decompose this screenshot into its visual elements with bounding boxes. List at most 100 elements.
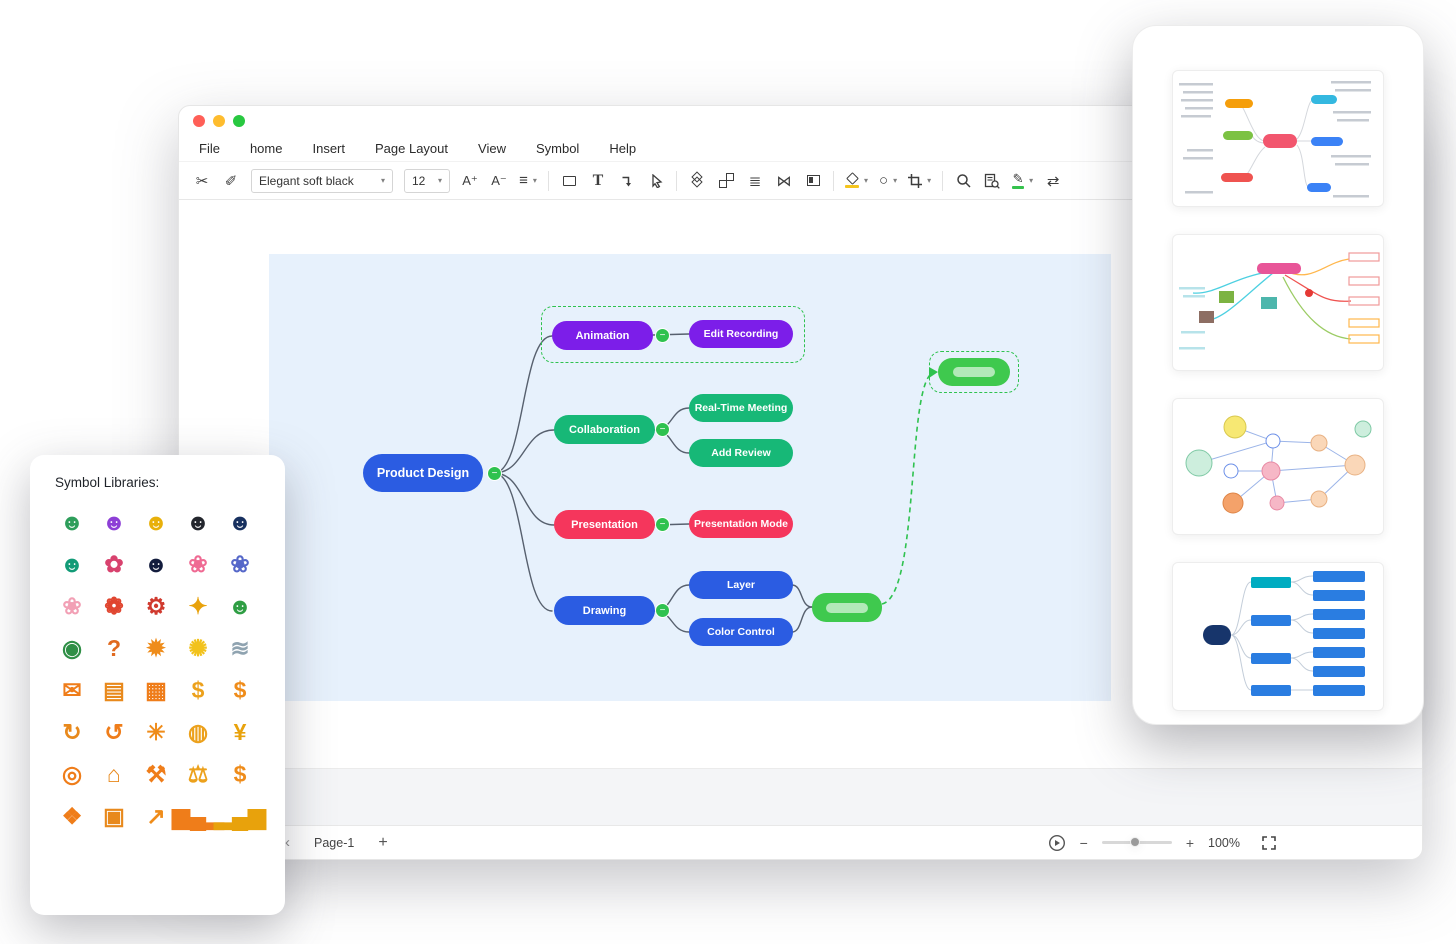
font-family-select[interactable]: Elegant soft black ▾ [251, 168, 393, 193]
head-night-idea-icon[interactable]: ☻ [143, 550, 169, 577]
text-align-button[interactable]: ≡ ▾ [519, 168, 537, 194]
node-product-design[interactable]: Product Design [363, 454, 483, 492]
gavel-icon[interactable]: ⚒ [145, 760, 167, 787]
zoom-out-button[interactable]: − [1079, 834, 1088, 851]
scales-icon[interactable]: ⚖ [187, 760, 209, 787]
menu-item[interactable]: File [199, 141, 220, 156]
brainstorm-icon[interactable]: ❁ [104, 592, 124, 619]
head-gears-icon[interactable]: ☻ [143, 508, 169, 535]
hand-brain-icon[interactable]: ✿ [104, 550, 124, 577]
brain-pink-icon[interactable]: ❀ [188, 550, 208, 577]
collapse-button[interactable]: − [655, 603, 670, 618]
head-idea-icon[interactable]: ☻ [59, 508, 85, 535]
collapse-button[interactable]: − [655, 517, 670, 532]
bar-chart-down-icon[interactable]: ▆▄▂ [172, 802, 224, 829]
page-tab[interactable]: Page-1 [314, 835, 355, 850]
flip-button[interactable]: ⋈ [776, 172, 792, 190]
menu-item[interactable]: View [478, 141, 506, 156]
decrease-font-icon[interactable]: A⁻ [491, 172, 507, 188]
highlighter-button[interactable]: ✎ ▾ [1012, 168, 1033, 194]
node-real-time-meeting[interactable]: Real-Time Meeting [689, 394, 793, 422]
frame-button[interactable] [804, 168, 822, 194]
fill-color-button[interactable]: ▾ [845, 168, 868, 194]
person-spark-icon[interactable]: ☻ [227, 508, 253, 535]
coin-turbine-icon[interactable]: ✳ [146, 718, 166, 745]
node-color-control[interactable]: Color Control [689, 618, 793, 646]
shield-dollar-icon[interactable]: ❖ [61, 802, 83, 829]
credit-card-icon[interactable]: ▤ [103, 676, 125, 703]
eye-coin-icon[interactable]: ◉ [61, 634, 83, 661]
node-layer[interactable]: Layer [689, 571, 793, 599]
present-button[interactable] [1048, 834, 1066, 852]
question-bubble-icon[interactable]: ? [106, 634, 122, 661]
magic-wand-icon[interactable]: ✦ [188, 592, 208, 619]
swap-button[interactable]: ⇄ [1046, 172, 1060, 190]
menu-item[interactable]: home [249, 141, 283, 156]
template-thumbnail-1[interactable] [1172, 70, 1384, 207]
menu-item[interactable]: Help [609, 141, 637, 156]
align-objects-button[interactable]: ≣ [748, 172, 762, 190]
partnership-icon[interactable]: ☻ [227, 592, 253, 619]
collapse-button[interactable]: − [655, 422, 670, 437]
zoom-slider[interactable] [1101, 837, 1172, 847]
menu-item[interactable]: Insert [312, 141, 345, 156]
chevron-left-icon[interactable]: ‹ [285, 834, 290, 851]
fullscreen-button[interactable] [1262, 835, 1276, 850]
node-collaboration[interactable]: Collaboration [554, 415, 655, 444]
mindmap-canvas[interactable]: Product Design − Animation − Edit Record… [269, 254, 1111, 701]
close-button[interactable] [193, 115, 205, 127]
dollar-exchange-icon[interactable]: ↻ [62, 718, 82, 745]
monitor-money-icon[interactable]: ▣ [103, 802, 125, 829]
connector-tool-button[interactable] [618, 168, 636, 194]
growth-chart-icon[interactable]: ↗ [146, 802, 166, 829]
head-brain-icon[interactable]: ☻ [101, 508, 127, 535]
gears-icon[interactable]: ⚙ [145, 592, 167, 619]
font-size-select[interactable]: 12 ▾ [404, 168, 450, 193]
bring-to-front-button[interactable] [717, 168, 735, 194]
node-edit-recording[interactable]: Edit Recording [689, 320, 793, 348]
shape-tool-button[interactable] [560, 168, 578, 194]
collision-icon[interactable]: ✹ [146, 634, 166, 661]
menu-item[interactable]: Symbol [535, 141, 580, 156]
select-tool-button[interactable] [647, 168, 665, 194]
node-animation[interactable]: Animation [552, 321, 653, 350]
globe-dollar-icon[interactable]: ◍ [187, 718, 209, 745]
text-tool-button[interactable]: T [592, 171, 604, 189]
zoom-button[interactable] [233, 115, 245, 127]
mail-icon[interactable]: ✉ [62, 676, 82, 703]
shape-style-button[interactable]: ○ ▾ [879, 168, 897, 194]
layers-button[interactable] [688, 168, 706, 194]
increase-font-icon[interactable]: A⁺ [462, 172, 478, 188]
sunburst-icon[interactable]: ✺ [188, 634, 208, 661]
dollar-refresh-icon[interactable]: ↺ [104, 718, 124, 745]
add-page-button[interactable]: + [378, 833, 388, 851]
template-thumbnail-2[interactable] [1172, 234, 1384, 371]
collapse-button[interactable]: − [655, 328, 670, 343]
brain-blue-icon[interactable]: ❀ [230, 550, 250, 577]
format-painter-icon[interactable]: ✐ [224, 172, 238, 190]
node-presentation[interactable]: Presentation [554, 510, 655, 539]
menu-item[interactable]: Page Layout [375, 141, 449, 156]
bar-chart-icon[interactable]: ▂▄▆ [214, 802, 266, 829]
node-add-review[interactable]: Add Review [689, 439, 793, 467]
node-presentation-mode[interactable]: Presentation Mode [689, 510, 793, 538]
zoom-slider-handle[interactable] [1129, 837, 1140, 847]
collapse-button[interactable]: − [487, 466, 502, 481]
yen-coin-icon[interactable]: ¥ [233, 718, 247, 745]
breeze-doc-icon[interactable]: ≋ [230, 634, 250, 661]
search-dollar-icon[interactable]: $ [233, 760, 247, 787]
dollar-tag-icon[interactable]: $ [233, 676, 247, 703]
person-silhouette-icon[interactable]: ☻ [185, 508, 211, 535]
zoom-in-button[interactable]: + [1185, 834, 1195, 851]
head-key-icon[interactable]: ☻ [59, 550, 85, 577]
template-thumbnail-4[interactable] [1172, 562, 1384, 711]
blank-topic-node[interactable] [812, 593, 882, 622]
minimize-button[interactable] [213, 115, 225, 127]
money-bag-icon[interactable]: $ [191, 676, 205, 703]
crop-button[interactable]: ▾ [908, 168, 931, 194]
template-thumbnail-3[interactable] [1172, 398, 1384, 535]
bank-icon[interactable]: ⌂ [107, 760, 121, 787]
brain-soft-icon[interactable]: ❀ [62, 592, 82, 619]
blank-topic-node[interactable] [938, 358, 1010, 386]
cut-icon[interactable]: ✂ [195, 172, 209, 190]
